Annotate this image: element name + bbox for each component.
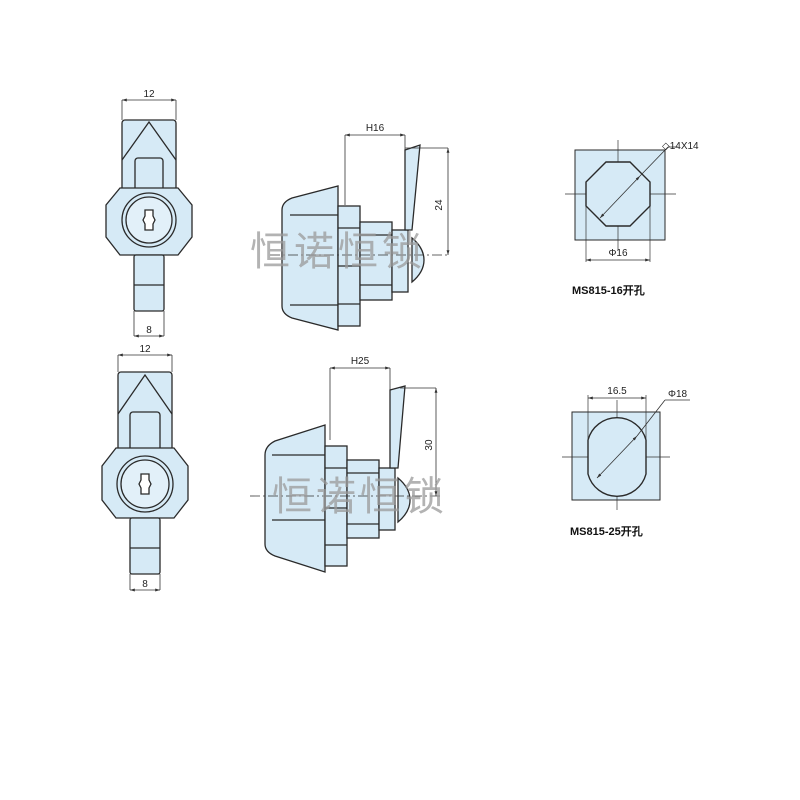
cutout2-diag-label: Φ18 — [668, 389, 688, 400]
front2-bottom-label: 8 — [142, 579, 148, 590]
cutout-ms815-25 — [562, 395, 690, 510]
front-view-ms815-25 — [101, 353, 189, 592]
side1-v-label: 24 — [434, 199, 445, 211]
cutout2-top-label: 16.5 — [607, 386, 627, 397]
side2-h-label: H25 — [351, 356, 370, 367]
side-view-ms815-25 — [250, 366, 440, 573]
cutout1-caption: MS815-16开孔 — [572, 284, 645, 297]
watermark-top: 恒诺恒锁 — [250, 229, 426, 275]
front-view-ms815-16 — [105, 98, 193, 338]
cutout1-diag-label: ◇14X14 — [662, 141, 699, 152]
cutout-ms815-16 — [565, 140, 678, 262]
cutout2-caption: MS815-25开孔 — [570, 525, 643, 538]
watermark-bottom: 恒诺恒锁 — [272, 474, 448, 520]
side2-v-label: 30 — [424, 439, 435, 451]
cutout1-bottom-label: Φ16 — [608, 248, 628, 259]
front1-width-label: 12 — [143, 89, 155, 100]
front2-width-label: 12 — [139, 344, 151, 355]
side1-h-label: H16 — [366, 123, 385, 134]
side-view-ms815-16 — [270, 133, 450, 331]
front1-bottom-label: 8 — [146, 325, 152, 336]
